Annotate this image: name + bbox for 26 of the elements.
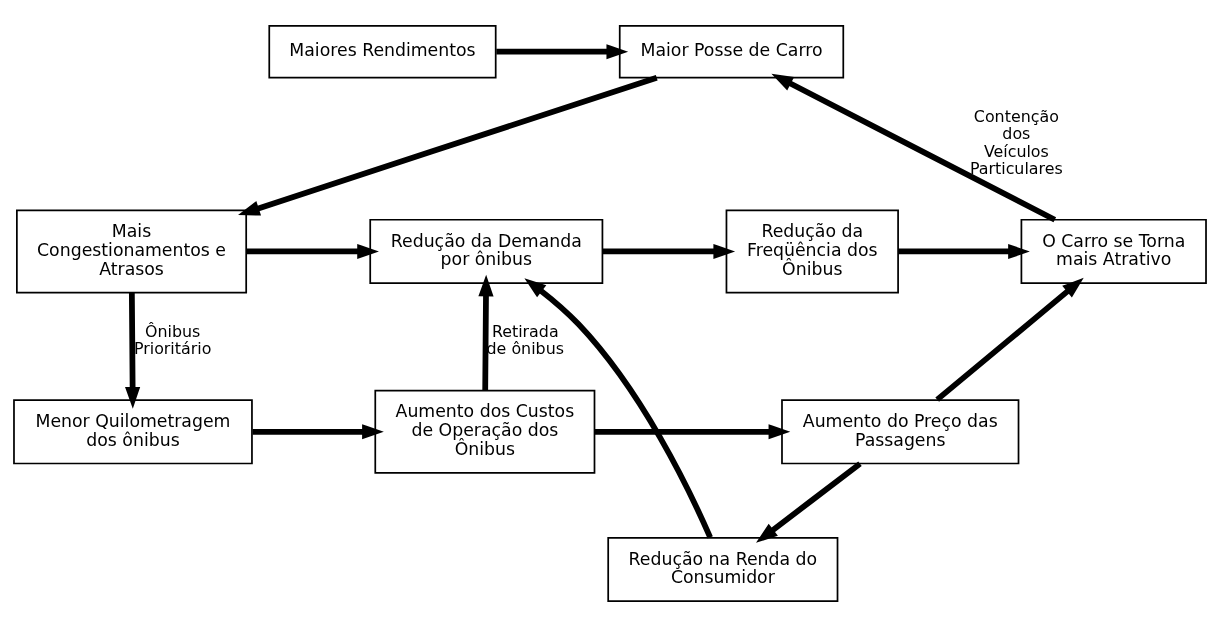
arrow — [125, 292, 141, 409]
edge-label: Ônibus Prioritário — [133, 321, 212, 358]
arrow — [252, 423, 384, 439]
arrow — [898, 243, 1030, 259]
node-box: Menor Quilometragem dos ônibus — [13, 398, 253, 464]
edge-label: Contenção dos Veículos Particulares — [969, 106, 1063, 178]
node-box: Redução na Renda do Consumidor — [607, 536, 839, 602]
node-box: Mais Congestionamentos e Atrasos — [16, 209, 248, 293]
arrow — [238, 74, 658, 216]
arrow — [246, 243, 379, 259]
node-box: Maior Posse de Carro — [618, 24, 845, 79]
edge-label: Retirada de ônibus — [486, 321, 564, 358]
node-box: O Carro se Torna mais Atrativo — [1020, 218, 1207, 284]
arrow — [478, 274, 494, 390]
arrow — [594, 423, 791, 439]
arrow — [602, 243, 736, 259]
arrow — [771, 73, 1057, 222]
node-box: Aumento dos Custos de Operação dos Ônibus — [374, 389, 596, 474]
arrow — [756, 461, 862, 543]
arrow — [935, 277, 1084, 402]
node-box: Maiores Rendimentos — [268, 24, 497, 79]
arrow — [524, 277, 713, 539]
node-box: Redução da Freqüência dos Ônibus — [725, 209, 899, 293]
node-box: Redução da Demanda por ônibus — [369, 218, 604, 284]
arrow — [496, 43, 629, 59]
node-box: Aumento do Preço das Passagens — [781, 398, 1020, 464]
